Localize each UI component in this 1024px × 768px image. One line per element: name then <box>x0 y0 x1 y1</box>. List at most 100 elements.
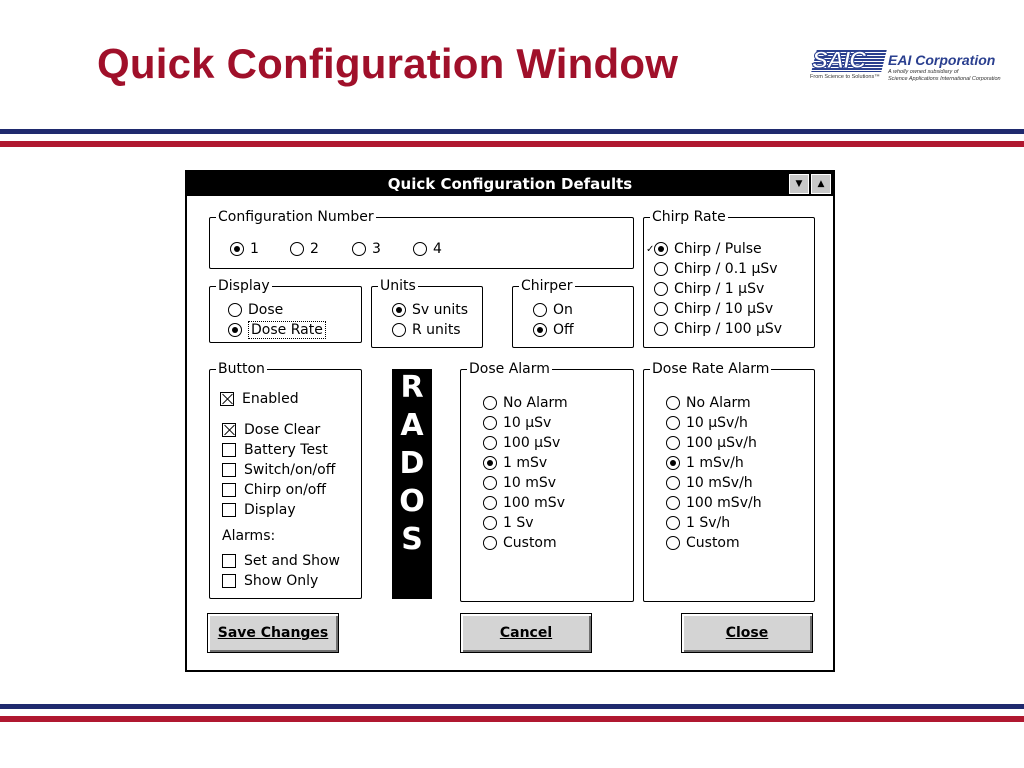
dose-rate-alarm-radio-100msvh[interactable]: 100 mSv/h <box>666 494 762 512</box>
chirper-radio-off[interactable]: Off <box>533 321 574 339</box>
dose-alarm-radio-custom[interactable]: Custom <box>483 534 557 552</box>
dose-alarm-radio-no-alarm[interactable]: No Alarm <box>483 394 568 412</box>
checkbox-checked-icon <box>220 392 234 406</box>
dose-rate-alarm-radio-10msvh[interactable]: 10 mSv/h <box>666 474 753 492</box>
radio-unselected-icon <box>533 303 547 317</box>
dose-alarm-radio-100msv[interactable]: 100 mSv <box>483 494 565 512</box>
dose-alarm-group: Dose Alarm No Alarm 10 µSv 100 µSv 1 mSv… <box>460 361 634 602</box>
logo-tagline: From Science to Solutions™ <box>810 74 880 80</box>
radio-unselected-icon <box>654 262 668 276</box>
maximize-button[interactable]: ▲ <box>811 174 831 194</box>
rados-letter: A <box>400 408 424 443</box>
radio-selected-icon <box>533 323 547 337</box>
radio-unselected-icon <box>666 476 680 490</box>
chirp-rate-radio-0-1[interactable]: Chirp / 0.1 µSv <box>654 260 778 278</box>
display-group: Display Dose Dose Rate <box>209 278 362 343</box>
checkbox-unchecked-icon <box>222 554 236 568</box>
radio-selected-icon <box>392 303 406 317</box>
dose-rate-alarm-radio-10usvh[interactable]: 10 µSv/h <box>666 414 748 432</box>
units-radio-r[interactable]: R units <box>392 321 461 339</box>
chirp-on-off-checkbox[interactable]: Chirp on/off <box>222 481 326 499</box>
radio-unselected-icon <box>666 516 680 530</box>
chirp-rate-label: Chirp Rate <box>650 209 728 225</box>
top-red-rule <box>0 141 1024 147</box>
radio-selected-icon <box>228 323 242 337</box>
radio-unselected-icon <box>483 496 497 510</box>
dose-clear-checkbox[interactable]: Dose Clear <box>222 421 320 439</box>
config-radio-2[interactable]: 2 <box>290 240 319 258</box>
dose-rate-alarm-radio-1svh[interactable]: 1 Sv/h <box>666 514 730 532</box>
slide-title: Quick Configuration Window <box>97 40 679 87</box>
rados-letter: S <box>401 522 423 557</box>
radio-unselected-icon <box>228 303 242 317</box>
dose-rate-alarm-radio-100usvh[interactable]: 100 µSv/h <box>666 434 757 452</box>
radio-unselected-icon <box>392 323 406 337</box>
dose-alarm-radio-1sv[interactable]: 1 Sv <box>483 514 534 532</box>
top-blue-rule <box>0 129 1024 134</box>
dialog-titlebar[interactable]: Quick Configuration Defaults ▼ ▲ <box>187 172 833 196</box>
dose-rate-alarm-radio-custom[interactable]: Custom <box>666 534 740 552</box>
company-logo: SAIC From Science to Solutions™ EAI Corp… <box>808 47 1018 84</box>
chirp-rate-radio-100[interactable]: Chirp / 100 µSv <box>654 320 782 338</box>
chirp-rate-radio-pulse[interactable]: ✓ Chirp / Pulse <box>646 241 762 257</box>
dose-alarm-radio-10usv[interactable]: 10 µSv <box>483 414 551 432</box>
radio-unselected-icon <box>352 242 366 256</box>
config-radio-3[interactable]: 3 <box>352 240 381 258</box>
close-button[interactable]: Close <box>681 613 813 653</box>
rados-letter: O <box>399 484 425 519</box>
radio-unselected-icon <box>483 436 497 450</box>
radio-unselected-icon <box>654 322 668 336</box>
chirper-radio-on[interactable]: On <box>533 301 573 319</box>
dose-alarm-radio-10msv[interactable]: 10 mSv <box>483 474 556 492</box>
battery-test-checkbox[interactable]: Battery Test <box>222 441 328 459</box>
logo-subtitle-line2: Science Applications International Corpo… <box>888 76 1001 82</box>
radio-unselected-icon <box>483 536 497 550</box>
radio-unselected-icon <box>483 516 497 530</box>
show-only-checkbox[interactable]: Show Only <box>222 572 318 590</box>
units-radio-sv[interactable]: Sv units <box>392 301 468 319</box>
checkbox-unchecked-icon <box>222 574 236 588</box>
display-radio-dose-rate[interactable]: Dose Rate <box>228 321 326 339</box>
rados-letter: D <box>399 446 425 481</box>
radio-selected-icon <box>230 242 244 256</box>
chirp-rate-radio-1[interactable]: Chirp / 1 µSv <box>654 280 764 298</box>
radio-unselected-icon <box>413 242 427 256</box>
radio-selected-icon <box>654 242 668 256</box>
switch-on-off-checkbox[interactable]: Switch/on/off <box>222 461 335 479</box>
rados-letter: R <box>400 370 424 405</box>
dialog-title: Quick Configuration Defaults <box>387 175 633 193</box>
chirp-rate-group: Chirp Rate ✓ Chirp / Pulse Chirp / 0.1 µ… <box>643 209 815 348</box>
maximize-icon: ▲ <box>817 179 825 189</box>
radio-unselected-icon <box>654 302 668 316</box>
minimize-icon: ▼ <box>795 179 803 189</box>
configuration-number-label: Configuration Number <box>216 209 376 225</box>
dose-alarm-radio-1msv[interactable]: 1 mSv <box>483 454 547 472</box>
config-radio-4[interactable]: 4 <box>413 240 442 258</box>
dose-rate-alarm-group: Dose Rate Alarm No Alarm 10 µSv/h 100 µS… <box>643 361 815 602</box>
cancel-button[interactable]: Cancel <box>460 613 592 653</box>
check-tick-icon: ✓ <box>646 243 655 255</box>
chirp-rate-radio-10[interactable]: Chirp / 10 µSv <box>654 300 773 318</box>
display-radio-dose[interactable]: Dose <box>228 301 283 319</box>
bottom-blue-rule <box>0 704 1024 709</box>
enabled-checkbox[interactable]: Enabled <box>220 390 299 408</box>
dose-rate-alarm-label: Dose Rate Alarm <box>650 361 772 377</box>
radio-unselected-icon <box>483 396 497 410</box>
config-radio-1[interactable]: 1 <box>230 240 259 258</box>
radio-unselected-icon <box>483 416 497 430</box>
quick-config-dialog: Quick Configuration Defaults ▼ ▲ Configu… <box>185 170 835 672</box>
logo-subtitle-line1: A wholly owned subsidiary of <box>888 69 959 75</box>
saic-logo-text: SAIC <box>811 47 866 75</box>
dose-rate-alarm-radio-1msvh[interactable]: 1 mSv/h <box>666 454 744 472</box>
radio-unselected-icon <box>483 476 497 490</box>
display-checkbox[interactable]: Display <box>222 501 296 519</box>
minimize-button[interactable]: ▼ <box>789 174 809 194</box>
dose-alarm-radio-100usv[interactable]: 100 µSv <box>483 434 560 452</box>
save-changes-button[interactable]: Save Changes <box>207 613 339 653</box>
checkbox-checked-icon <box>222 423 236 437</box>
alarms-label: Alarms: <box>222 528 276 544</box>
set-and-show-checkbox[interactable]: Set and Show <box>222 552 340 570</box>
dose-rate-alarm-radio-no-alarm[interactable]: No Alarm <box>666 394 751 412</box>
cancel-label: Cancel <box>499 625 553 641</box>
checkbox-unchecked-icon <box>222 443 236 457</box>
